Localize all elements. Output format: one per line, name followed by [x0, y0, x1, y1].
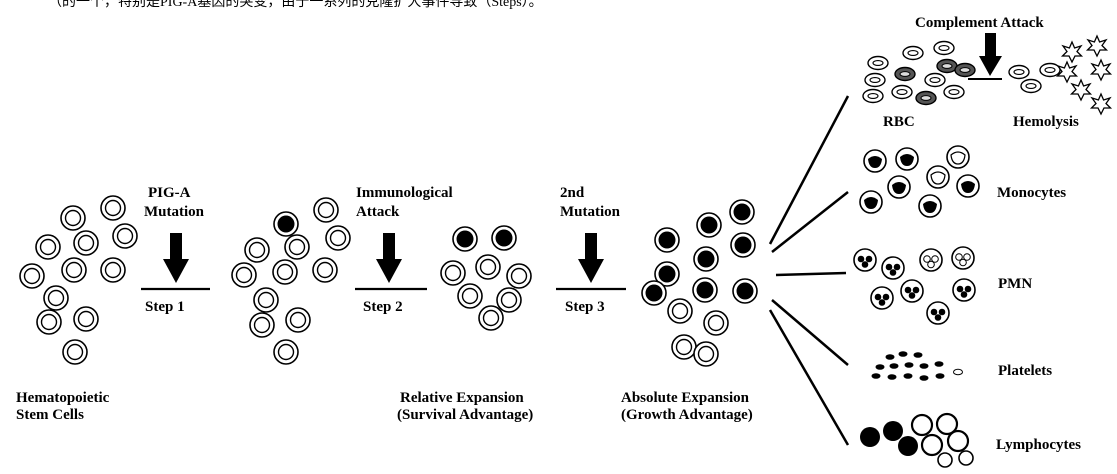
- relative-expansion-cluster: [440, 225, 532, 331]
- hemolysis-label: Hemolysis: [1013, 114, 1079, 130]
- mutated-cell-cluster: [231, 197, 351, 365]
- second-label: 2nd: [560, 185, 585, 201]
- header-text: （的一个，特别是PIG-A基因的突变，由于一系列的克隆扩大事件导致（Steps）…: [48, 0, 543, 10]
- absolute-expansion-line1: Absolute Expansion: [621, 390, 750, 406]
- hemolysis-cluster: [1008, 35, 1112, 115]
- step2-label: Step 2: [363, 299, 403, 315]
- down-arrow-step3: [578, 233, 604, 283]
- hsc-label-line2: Stem Cells: [16, 407, 84, 423]
- immunological-label: Immunological: [356, 185, 453, 201]
- complement-attack-label: Complement Attack: [915, 15, 1044, 31]
- monocytes-label: Monocytes: [997, 185, 1066, 201]
- absolute-expansion-line2: (Growth Advantage): [621, 407, 753, 423]
- platelets-label: Platelets: [998, 363, 1052, 379]
- pig-a-label: PIG-A: [148, 185, 191, 201]
- pmn-cluster: [853, 246, 976, 325]
- attack-label: Attack: [356, 204, 400, 220]
- mutation2-label: Mutation: [560, 204, 621, 220]
- rbc-label: RBC: [883, 114, 915, 130]
- lymphocyte-cluster: [860, 412, 974, 468]
- relative-expansion-line1: Relative Expansion: [400, 390, 524, 406]
- relative-expansion-line2: (Survival Advantage): [397, 407, 533, 423]
- absolute-expansion-cluster: [641, 199, 758, 367]
- lineage-fan-lines: [768, 95, 850, 446]
- hsc-label-line1: Hematopoietic: [16, 390, 110, 406]
- step3-label: Step 3: [565, 299, 605, 315]
- down-arrow-step1: [163, 233, 189, 283]
- mutation-label: Mutation: [144, 204, 205, 220]
- down-arrow-step2: [376, 233, 402, 283]
- monocyte-cluster: [859, 145, 980, 218]
- step1-label: Step 1: [145, 299, 185, 315]
- pmn-label: PMN: [998, 276, 1032, 292]
- rbc-cluster: [862, 40, 976, 106]
- lymphocytes-label: Lymphocytes: [996, 437, 1081, 453]
- platelet-cluster: [871, 351, 963, 381]
- hematopoietic-stem-cell-cluster: [19, 195, 138, 365]
- complement-down-arrow: [979, 33, 1002, 76]
